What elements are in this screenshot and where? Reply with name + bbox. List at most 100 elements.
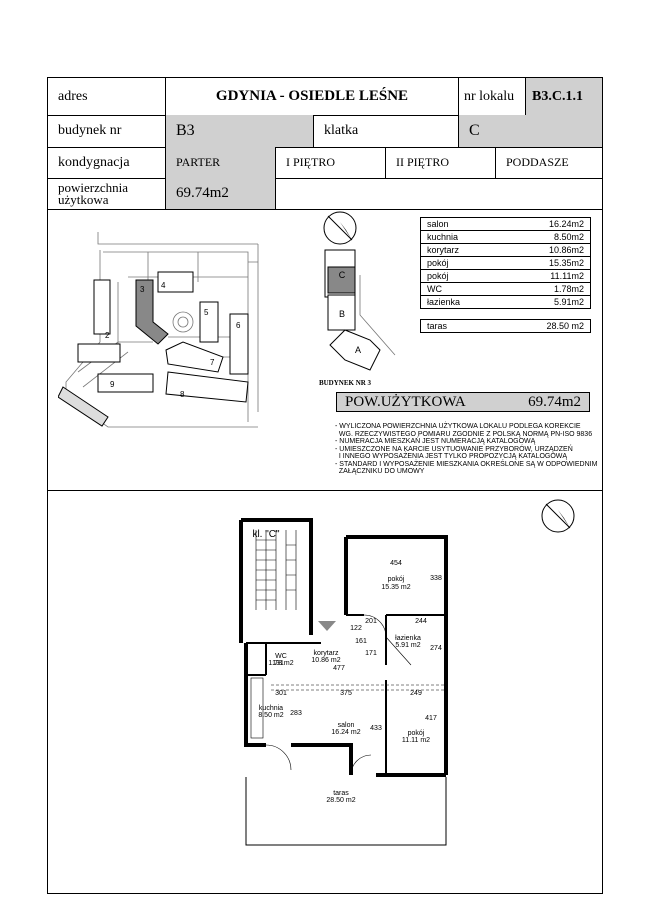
room-name: WC: [427, 284, 442, 294]
address-value: GDYNIA - OSIEDLE LEŚNE: [166, 78, 459, 115]
dimension-label: 171: [365, 650, 377, 657]
floor-label: kondygnacja: [48, 147, 166, 178]
room-label: kuchnia: [259, 705, 283, 712]
room-area-label: 8.50 m2: [258, 712, 283, 719]
dimension-label: 301: [275, 690, 287, 697]
room-row: kuchnia 8.50m2: [420, 231, 591, 244]
dimension-label: 161: [355, 638, 367, 645]
dimension-label: 122: [350, 625, 362, 632]
dimension-label: 433: [370, 725, 382, 732]
dimension-label: 249: [410, 690, 422, 697]
room-row: pokój 11.11m2: [420, 270, 591, 283]
apartment-floor-plan: kl. "C" pokój 15.35 m2 łazienka 5.91 m2 …: [239, 518, 448, 846]
room-row: salon 16.24m2: [420, 217, 591, 231]
floor-option-parter: PARTER: [166, 147, 276, 178]
key-plan-section-b: B: [339, 309, 345, 319]
key-plan-section-c: C: [339, 270, 346, 280]
note-line: - UMIESZCZONE NA KARCIE USYTUOWANIE PRZY…: [335, 445, 573, 453]
site-building-5: 5: [204, 308, 209, 317]
room-label: salon: [338, 722, 355, 729]
note-line: I INNEGO WYPOSAŻENIA JEST TYLKO PROPOZYC…: [335, 453, 568, 460]
building-key-plan: C B A BUDYNEK NR 3: [319, 249, 396, 387]
key-plan-caption: BUDYNEK NR 3: [319, 379, 372, 387]
room-area: 16.24m2: [548, 219, 584, 229]
total-usable-area-label: POW.UŻYTKOWA: [345, 393, 466, 410]
room-area: 11.11m2: [550, 271, 584, 281]
note-line: WG. RZECZYWISTEGO POMIARU ZGODNIE Z POLS…: [335, 430, 593, 438]
building-label: budynek nr: [48, 115, 166, 147]
total-usable-area-value: 69.74m2: [528, 393, 581, 410]
room-area-label: 16.24 m2: [331, 729, 360, 736]
room-name: salon: [427, 219, 449, 229]
room-row: korytarz 10.86m2: [420, 244, 591, 257]
room-area: 8.50m2: [553, 232, 584, 242]
room-area-label: 1.78 m2: [268, 660, 293, 667]
stairwell-label: klatka: [314, 115, 459, 147]
room-name: pokój: [427, 258, 449, 268]
dimension-label: 375: [340, 690, 352, 697]
room-area-label: 11.11 m2: [402, 737, 430, 744]
floor-row: kondygnacja PARTER I PIĘTRO II PIĘTRO PO…: [48, 147, 602, 179]
site-building-3: 3: [140, 285, 145, 294]
address-row: adres GDYNIA - OSIEDLE LEŚNE nr lokalu B…: [48, 78, 602, 116]
dimension-label: 201: [365, 618, 377, 625]
floor-option-attic: PODDASZE: [506, 155, 569, 169]
site-building-2: 2: [105, 331, 110, 340]
usable-area-label: powierzchnia użytkowa: [48, 178, 166, 209]
note-line: - WYLICZONA POWIERZCHNIA UŻYTKOWA LOKALU…: [335, 423, 581, 430]
terrace-area: 28.50 m2: [546, 321, 584, 331]
address-label: adres: [48, 78, 166, 115]
room-row: pokój 15.35m2: [420, 257, 591, 270]
room-name: pokój: [427, 271, 449, 281]
key-plan-section-a: A: [355, 345, 361, 355]
dimension-label: 131: [272, 660, 284, 667]
room-name: kuchnia: [427, 232, 459, 242]
building-value: B3: [166, 115, 314, 147]
room-area-label: 5.91 m2: [395, 642, 420, 649]
room-label: taras: [333, 790, 349, 797]
dimension-label: 244: [415, 618, 427, 625]
room-label: korytarz: [314, 650, 339, 657]
room-area: 5.91m2: [553, 297, 584, 307]
room-label: łazienka: [395, 635, 421, 642]
dimension-label: 477: [333, 665, 345, 672]
note-line: - NUMERACJA MIESZKAŃ JEST NUMERACJĄ KATA…: [335, 438, 536, 445]
site-building-7: 7: [210, 358, 215, 367]
unit-number-value: B3.C.1.1: [526, 78, 602, 115]
room-name: korytarz: [427, 245, 460, 255]
dimension-label: 283: [290, 710, 302, 717]
dimension-label: 274: [430, 645, 442, 652]
north-arrow-icon: [541, 499, 575, 533]
entrance-marker-icon: [318, 621, 336, 631]
site-plan: 2 3 4 5 6 7 8 9: [58, 232, 259, 428]
note-line: - STANDARD I WYPOSAŻENIE MIESZKANIA OKRE…: [335, 460, 598, 468]
dimension-label: 338: [430, 575, 442, 582]
room-label: WC: [275, 653, 287, 660]
room-area: 15.35m2: [548, 258, 584, 268]
usable-area-label-line1: powierzchnia: [58, 179, 129, 195]
stairwell-value: C: [459, 115, 602, 147]
room-area: 10.86m2: [548, 245, 584, 255]
data-sheet: adres GDYNIA - OSIEDLE LEŚNE nr lokalu B…: [47, 77, 603, 894]
area-row-filler: [276, 178, 602, 209]
area-row: powierzchnia użytkowa 69.74m2: [48, 178, 602, 210]
building-row: budynek nr B3 klatka C: [48, 115, 602, 148]
usable-area-label-line2: użytkowa: [58, 191, 109, 207]
room-area-label: 28.50 m2: [326, 797, 355, 804]
note-line: ZAŁĄCZNIKU DO UMOWY: [335, 468, 425, 475]
usable-area-value: 69.74m2: [166, 178, 276, 209]
total-usable-area: POW.UŻYTKOWA 69.74m2: [336, 392, 590, 412]
room-label: pokój: [408, 730, 425, 737]
room-label: pokój: [388, 576, 405, 583]
info-panel-divider: [48, 490, 602, 491]
notes: - WYLICZONA POWIERZCHNIA UŻYTKOWA LOKALU…: [335, 423, 605, 476]
dimension-label: 417: [425, 715, 437, 722]
floor-option-1: I PIĘTRO: [276, 147, 386, 178]
unit-number-label: nr lokalu: [459, 78, 526, 115]
site-building-6: 6: [236, 321, 241, 330]
floor-option-2: II PIĘTRO: [386, 147, 496, 178]
site-building-9: 9: [110, 380, 115, 389]
